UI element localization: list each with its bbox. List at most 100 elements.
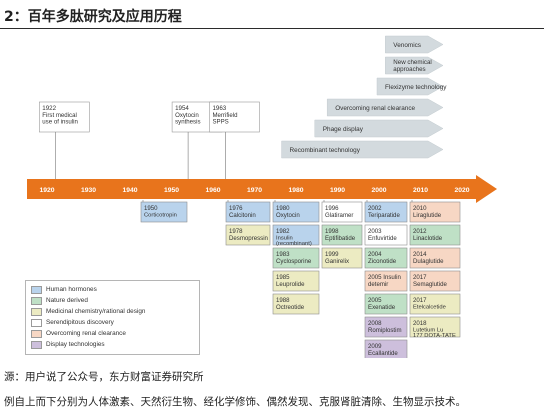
approval-name: (recombinant) — [276, 241, 312, 247]
approval-box — [272, 247, 320, 269]
approval-year: 2010 — [413, 205, 427, 212]
caption-note: 例自上而下分别为人体激素、天然衍生物、经化学修饰、偶然发现、克服肾脏清除、生物显… — [4, 396, 466, 408]
approval-box — [225, 224, 271, 246]
legend-label: Medicinal chemistry/rational design — [46, 308, 146, 315]
approval-box — [364, 316, 408, 338]
approval-year: 1976 — [229, 205, 243, 212]
approval-name: Cyclosporine — [276, 258, 312, 265]
legend-item-human: Human hormones — [31, 284, 194, 295]
approval-year: 2003 — [368, 228, 382, 235]
figure-title: 2：百年多肽研究及应用历程 — [4, 9, 182, 25]
title-divider — [0, 28, 544, 29]
approval-name: Semaglutide — [413, 281, 447, 288]
approval-box — [321, 224, 363, 246]
approval-name: Exenatide — [368, 304, 396, 311]
technology-label: Venomics — [393, 42, 421, 49]
approval-year: 1998 — [325, 228, 339, 235]
decade-label: 1930 — [81, 187, 96, 194]
technology-arrow — [281, 140, 444, 159]
decade-label: 1980 — [288, 187, 303, 194]
approval-box — [225, 201, 271, 223]
approval-year: 2018 — [413, 320, 427, 327]
approval-name: Leuprolide — [276, 281, 305, 288]
approval-box — [364, 247, 408, 269]
approval-year: 2005 Insulin — [368, 274, 401, 281]
legend-swatch — [31, 307, 42, 316]
decade-label: 1920 — [39, 187, 54, 194]
approval-name: Ecallantide — [368, 350, 398, 357]
approval-name: Ganirelix — [325, 258, 349, 265]
timeline-bar — [27, 175, 497, 203]
approval-name: Oxytocin — [276, 212, 300, 219]
approval-year: 2004 — [368, 251, 382, 258]
decade-label: 1950 — [164, 187, 179, 194]
milestone-text: use of insulin — [42, 119, 78, 126]
decade-label: 2000 — [371, 187, 386, 194]
technology-arrow — [385, 35, 444, 54]
approval-box — [409, 224, 461, 246]
decade-label: 2020 — [454, 187, 469, 194]
approval-box — [364, 224, 408, 246]
legend-label: Human hormones — [46, 286, 97, 293]
legend-item-display: Display technologies — [31, 339, 194, 350]
technology-label: Phage display — [323, 126, 364, 133]
approval-name: Liraglutide — [413, 212, 442, 219]
approval-year: 2008 — [368, 320, 382, 327]
approval-name: Calcitonin — [229, 212, 256, 219]
legend-label: Nature derived — [46, 297, 88, 304]
approval-name: detemir — [368, 281, 388, 288]
technology-label: Flexizyme technology — [385, 84, 447, 91]
technology-label: New chemical — [393, 59, 432, 66]
approval-name: Teriparatide — [368, 212, 400, 219]
approval-name: Ziconotide — [368, 258, 397, 265]
approval-box — [364, 201, 408, 223]
milestone-year: 1922 — [42, 105, 56, 112]
approval-box — [364, 293, 408, 315]
approval-year: 1988 — [276, 297, 290, 304]
source-note: 源：用户说了公众号，东方财富证券研究所 — [4, 371, 204, 383]
approval-year: 2017 — [413, 274, 427, 281]
approval-box — [140, 201, 188, 223]
technology-label: Overcoming renal clearance — [335, 105, 415, 112]
approval-year: 2012 — [413, 228, 427, 235]
approval-box — [364, 270, 408, 292]
approval-year: 1980 — [276, 205, 290, 212]
legend-swatch — [31, 285, 42, 294]
milestone-text: SPPS — [212, 119, 228, 126]
approval-year: 2014 — [413, 251, 427, 258]
milestone-year: 1963 — [212, 105, 226, 112]
technology-label: Recombinant technology — [290, 147, 361, 154]
approval-name: Octreotide — [276, 304, 305, 311]
approval-year: 1985 — [276, 274, 290, 281]
milestone-box — [209, 101, 260, 133]
milestone-year: 1954 — [175, 105, 189, 112]
approval-year: 1950 — [144, 205, 158, 212]
approval-box — [409, 316, 461, 338]
approval-name: Corticotropin — [144, 213, 177, 219]
approval-year: 1978 — [229, 228, 243, 235]
legend-label: Serendipitous discovery — [46, 319, 114, 326]
approval-box — [272, 201, 320, 223]
approval-box — [272, 224, 320, 246]
legend-swatch — [31, 340, 42, 349]
approval-box — [409, 270, 461, 292]
approval-box — [272, 293, 320, 315]
legend-label: Display technologies — [46, 341, 105, 348]
approval-year: 1996 — [325, 205, 339, 212]
milestone-box — [38, 101, 90, 133]
decade-label: 2010 — [413, 187, 428, 194]
approval-name: Etelcalcetide — [413, 305, 446, 311]
milestone-text: Oxytocin — [175, 112, 199, 119]
milestone-text: First medical — [42, 112, 77, 119]
approval-name: Romiplostim — [368, 327, 402, 334]
approval-box — [321, 201, 363, 223]
legend-swatch — [31, 318, 42, 327]
decade-label: 1940 — [122, 187, 137, 194]
legend-item-medchem: Medicinal chemistry/rational design — [31, 306, 194, 317]
approval-name: Eptifibatide — [325, 235, 356, 242]
milestone-text: synthesis — [175, 119, 200, 126]
approval-year: 2005 — [368, 297, 382, 304]
